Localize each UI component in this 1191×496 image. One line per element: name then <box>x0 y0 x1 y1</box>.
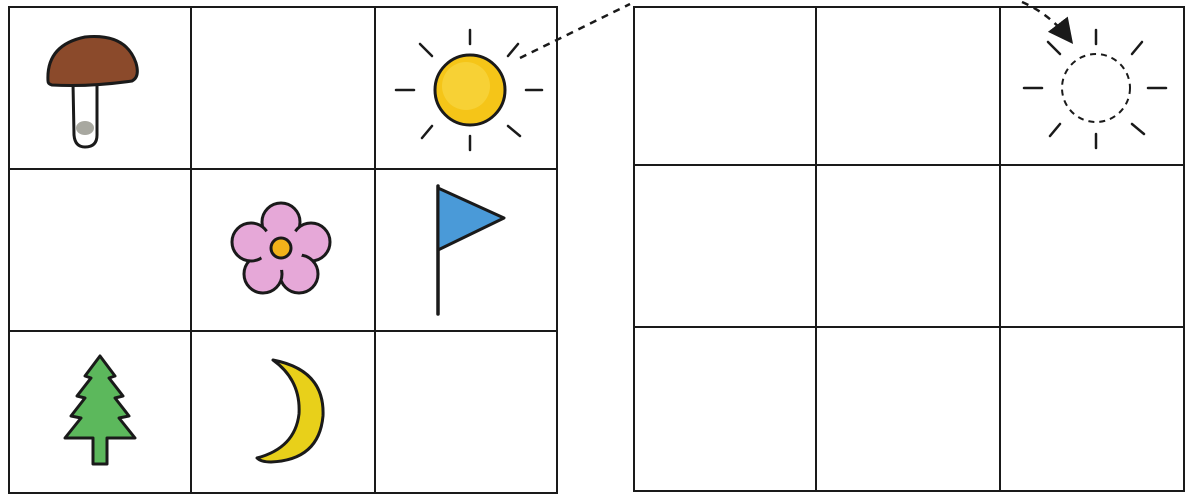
target-cell-r3-c2[interactable] <box>817 328 1001 490</box>
source-cell-r2-c3 <box>376 170 556 332</box>
sun-icon <box>386 18 546 158</box>
target-cell-r1-c3[interactable] <box>1001 8 1183 166</box>
source-cell-r1-c3 <box>376 8 556 170</box>
flag-icon <box>416 180 516 320</box>
source-cell-r3-c1 <box>10 332 192 492</box>
target-cell-r2-c3[interactable] <box>1001 166 1183 328</box>
fir-tree-icon <box>55 352 145 472</box>
source-grid <box>8 6 558 494</box>
source-cell-r2-c2 <box>192 170 376 332</box>
target-cell-r1-c2[interactable] <box>817 8 1001 166</box>
mushroom-icon <box>40 23 160 153</box>
target-grid <box>633 6 1185 492</box>
target-cell-r3-c3[interactable] <box>1001 328 1183 490</box>
source-cell-r1-c2 <box>192 8 376 170</box>
sun-outline-dashed-icon <box>1012 16 1172 156</box>
target-cell-r1-c1[interactable] <box>635 8 817 166</box>
flower-icon <box>223 200 343 300</box>
target-cell-r3-c1[interactable] <box>635 328 817 490</box>
source-cell-r1-c1 <box>10 8 192 170</box>
crescent-moon-icon <box>233 352 333 472</box>
target-cell-r2-c2[interactable] <box>817 166 1001 328</box>
source-cell-r2-c1 <box>10 170 192 332</box>
target-cell-r2-c1[interactable] <box>635 166 817 328</box>
source-cell-r3-c3 <box>376 332 556 492</box>
source-cell-r3-c2 <box>192 332 376 492</box>
